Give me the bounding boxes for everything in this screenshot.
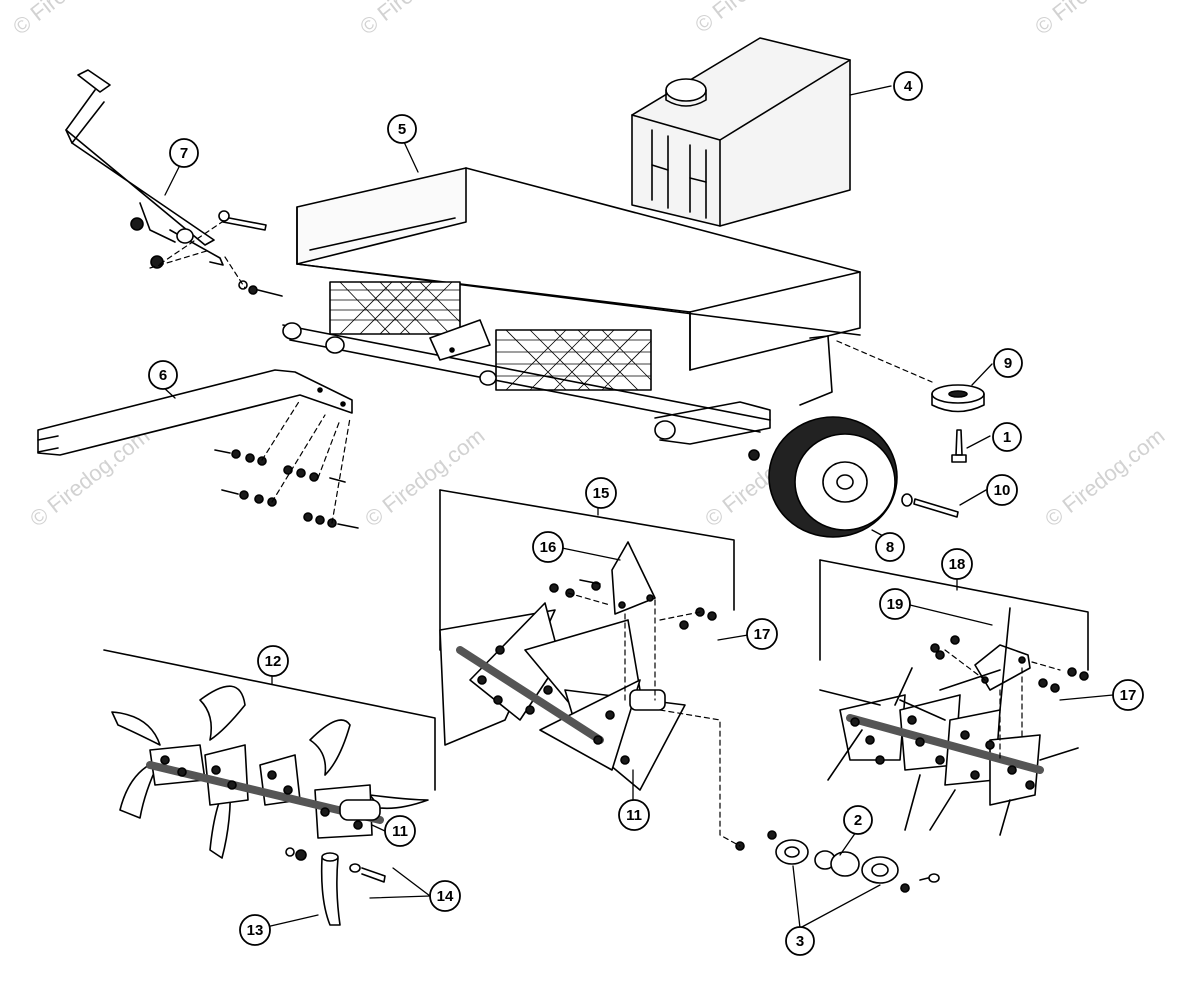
assembly-lines [149,219,1061,847]
callout-15: 15 [585,477,617,509]
callout-label: 5 [398,121,406,138]
callout-14: 14 [429,880,461,912]
wheel-drawing [748,416,898,538]
callout-label: 17 [1120,687,1137,704]
callout-18: 18 [941,548,973,580]
callout-label: 16 [540,539,557,556]
part-12-bracket [103,649,436,791]
callout-label: 6 [159,367,167,384]
callout-7: 7 [169,138,199,168]
callout-13: 13 [239,914,271,946]
tow-bar-drawing [37,369,359,529]
callout-label: 15 [593,485,610,502]
callout-19: 19 [879,588,911,620]
callout-label: 11 [392,823,408,840]
callout-label: 3 [796,933,804,950]
bolt-drawing [951,429,967,463]
single-tine-drawing [285,847,386,926]
callout-label: 4 [904,78,913,95]
bearing-flange-drawing [735,830,940,893]
callout-10: 10 [986,474,1018,506]
callout-11b: 11 [618,799,650,831]
callout-label: 17 [754,626,771,643]
callout-label: 12 [265,653,282,670]
callout-17b: 17 [1112,679,1144,711]
callouts: 4 5 7 6 9 1 10 8 15 16 17 18 19 17 12 11… [148,71,1144,956]
callout-label: 18 [949,556,966,573]
callout-1: 1 [992,422,1022,452]
callout-12: 12 [257,645,289,677]
callout-6: 6 [148,360,178,390]
callout-label: 2 [854,812,862,829]
callout-label: 9 [1004,355,1012,372]
callout-8: 8 [875,532,905,562]
callout-label: 10 [994,482,1011,499]
tine-assembly-drawing [819,607,1089,836]
callout-label: 19 [887,596,904,613]
leader-lines [162,85,1114,929]
callout-label: 11 [626,807,642,824]
axle-bolt-drawing [901,493,959,518]
callout-5: 5 [387,114,417,144]
callout-2: 2 [843,805,873,835]
slicer-blade-assembly-drawing [439,541,717,791]
callout-label: 13 [247,922,264,939]
weight-tank-drawing [631,37,851,227]
hopper-frame-drawing [282,167,861,445]
bearing-drawing [931,384,985,413]
callout-label: 8 [886,539,894,556]
callout-9: 9 [993,348,1023,378]
callout-label: 7 [180,145,188,162]
callout-4: 4 [893,71,923,101]
hitch-arm-drawing [65,69,283,297]
callout-16: 16 [532,531,564,563]
callout-17a: 17 [746,618,778,650]
callout-label: 14 [437,888,454,905]
callout-label: 1 [1003,429,1011,446]
callout-11a: 11 [384,815,416,847]
part-18-bracket [819,559,1089,671]
callout-3: 3 [785,926,815,956]
part-15-bracket [439,489,735,611]
tiller-tine-assembly-drawing [111,685,429,859]
